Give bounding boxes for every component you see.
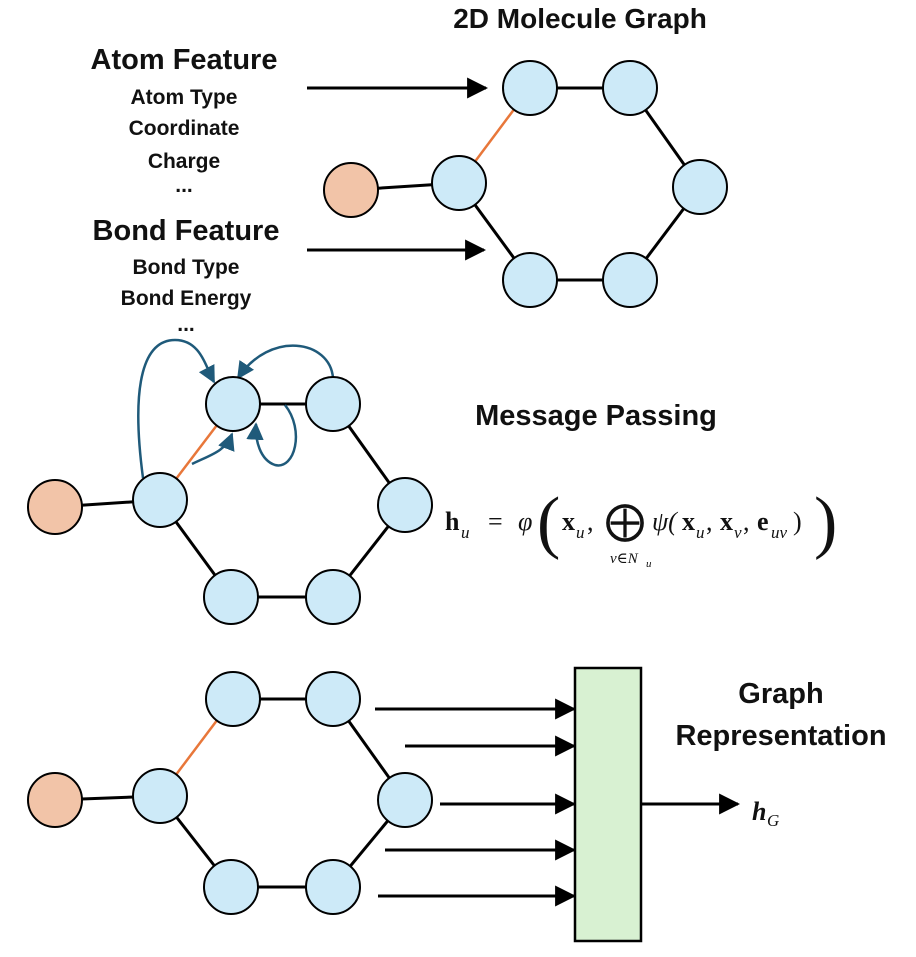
formula-oplus-sub2: u [646, 558, 652, 570]
output-sub: G [767, 811, 779, 830]
atom-node [431, 155, 487, 211]
readout-box [573, 666, 643, 943]
atom-feature-item: ... [175, 174, 193, 197]
terminal-atom-node [27, 479, 83, 535]
message-passing-title: Message Passing [475, 400, 717, 432]
formula-close-paren: ) [814, 484, 837, 561]
formula-h: h [445, 507, 460, 536]
formula-equals: = [488, 507, 503, 536]
atom-node [502, 252, 558, 308]
graph-representation-title-line2: Representation [675, 720, 886, 752]
atom-node [203, 859, 259, 915]
message-arrow [236, 344, 335, 380]
message-passing-formula: h u = φ ( x u , ⨁ v∈N u ψ( x u , x v , e… [445, 484, 837, 570]
formula-e: e [757, 507, 769, 536]
formula-oplus-sub: v∈N [610, 551, 639, 567]
atom-node [305, 859, 361, 915]
bond-feature-item: ... [177, 313, 195, 336]
formula-sub: u [461, 523, 470, 542]
atom-feature-heading: Atom Feature [91, 44, 278, 76]
message-self-loop-arrow [246, 404, 298, 467]
bottom-molecule-atoms [27, 671, 433, 915]
molecule-graph-title: 2D Molecule Graph [453, 3, 707, 34]
top-molecule-atoms [323, 60, 728, 308]
atom-feature-item: Atom Type [131, 86, 238, 109]
formula-phi: φ [518, 507, 532, 536]
atom-node [132, 768, 188, 824]
formula-comma: , [743, 507, 750, 536]
bond-feature-item: Bond Type [133, 256, 240, 279]
atom-node [205, 671, 261, 727]
bond-feature-item: Bond Energy [121, 287, 252, 310]
formula-sub: u [576, 523, 585, 542]
atom-node [377, 477, 433, 533]
atom-node [305, 671, 361, 727]
formula-sub: u [696, 523, 705, 542]
message-arrows [137, 338, 335, 479]
atom-node [305, 376, 361, 432]
formula-close-inner: ) [793, 507, 802, 536]
bond-feature-heading: Bond Feature [93, 215, 280, 247]
atom-node [305, 569, 361, 625]
output-h: h [752, 797, 766, 826]
message-arrow [191, 432, 235, 466]
message-arrow [137, 338, 216, 479]
graph-representation-title-line1: Graph [738, 678, 823, 710]
atom-feature-item: Coordinate [129, 117, 240, 140]
formula-psi: ψ( [652, 507, 678, 536]
formula-x: x [562, 507, 575, 536]
readout-arrows [375, 698, 577, 907]
atom-node [672, 159, 728, 215]
bottom-molecule-bonds [54, 697, 407, 889]
atom-node [205, 376, 261, 432]
formula-comma: , [706, 507, 713, 536]
formula-comma: , [587, 507, 594, 536]
terminal-atom-node [27, 772, 83, 828]
atom-node [602, 60, 658, 116]
atom-node [132, 472, 188, 528]
atom-node [502, 60, 558, 116]
atom-node [602, 252, 658, 308]
formula-oplus: ⨁ [605, 498, 645, 543]
atom-node [203, 569, 259, 625]
atom-feature-item: Charge [148, 150, 220, 173]
formula-x: x [720, 507, 733, 536]
middle-molecule-atoms [27, 376, 433, 625]
middle-molecule-bonds [54, 402, 407, 599]
formula-open-paren: ( [537, 484, 560, 561]
atom-node [377, 772, 433, 828]
terminal-atom-node [323, 162, 379, 218]
formula-x: x [682, 507, 695, 536]
formula-sub: v [734, 523, 742, 542]
formula-sub: uv [771, 523, 788, 542]
